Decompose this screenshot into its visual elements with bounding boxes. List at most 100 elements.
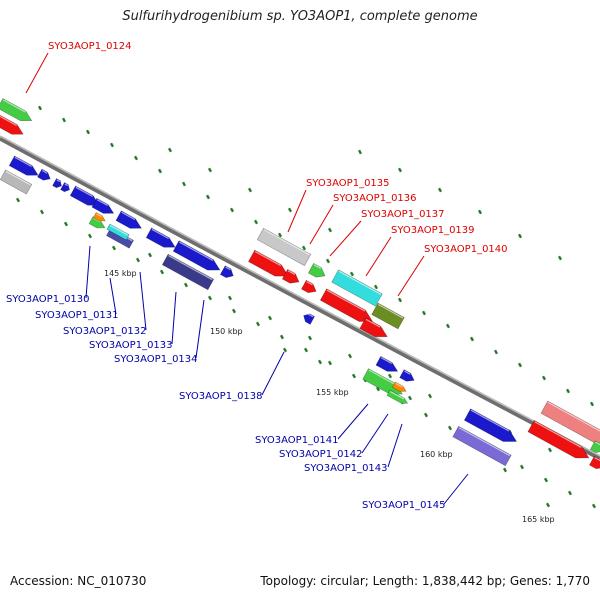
tick-mark [301,245,307,251]
gene-arrow [359,317,388,338]
leader-line [337,403,369,440]
tick-mark [255,321,261,327]
tick-mark [477,209,483,215]
tick-mark [347,353,353,359]
leader-line [329,220,362,257]
tick-mark [277,232,283,238]
gene-label: SYO3AOP1_0133 [89,340,173,351]
gene-features [0,98,600,470]
tick-mark [15,197,21,203]
tick-mark [227,295,233,301]
tick-mark [493,349,499,355]
tick-mark [247,187,253,193]
tick-mark [427,393,433,399]
gene-0142-arrow [392,381,407,392]
tick-mark [591,503,597,509]
tick-mark [181,181,187,187]
gene-0138-arrow [303,312,315,325]
gene-arrow [37,168,51,181]
tick-mark [349,271,355,277]
tick-mark [387,373,393,379]
tick-mark [279,334,285,340]
gene-arrow [375,355,399,372]
gene-0134-arrow [172,240,221,271]
tick-mark [397,167,403,173]
gene-label: SYO3AOP1_0141 [255,435,339,446]
tick-mark [421,310,427,316]
tick-mark [267,315,273,321]
gene-arrow [161,253,215,291]
tick-mark [351,373,357,379]
gene-label: SYO3AOP1_0134 [114,354,198,365]
tick-mark [545,502,551,508]
gene-arrow [463,408,518,442]
tick-mark [547,447,553,453]
tick-mark [541,375,547,381]
tick-mark [37,105,43,111]
leader-line [365,236,392,277]
gene-arrow [219,265,234,278]
tick-mark [231,308,237,314]
gene-0140-arrow [371,302,405,330]
tick-mark [407,395,413,401]
tick-mark [229,207,235,213]
gene-arrow [0,114,24,135]
gene-label: SYO3AOP1_0136 [333,193,417,204]
leader-line [287,189,307,233]
leader-line [85,245,91,299]
gene-label: SYO3AOP1_0124 [48,41,132,52]
gene-arrow [281,268,300,284]
gene-arrow [92,212,106,222]
gene-arrow [91,197,115,214]
tick-mark [282,347,288,353]
gene-label: SYO3AOP1_0138 [179,391,263,402]
gene-arrow [540,400,600,448]
tick-mark [207,295,213,301]
gene-0137-arrow [307,262,326,278]
gene-arrow [399,369,415,382]
tick-mark [287,207,293,213]
genome-backbone [0,135,600,461]
gene-label: SYO3AOP1_0139 [391,225,475,236]
gene-label: SYO3AOP1_0132 [63,326,147,337]
leader-line [195,299,205,359]
gene-labels: SYO3AOP1_0124SYO3AOP1_0135SYO3AOP1_0136S… [6,41,508,511]
tick-mark [543,477,549,483]
tick-mark [437,187,443,193]
tick-mark [565,388,571,394]
map-title: Sulfurihydrogenibium sp. YO3AOP1, comple… [122,9,478,24]
leader-line [109,277,117,315]
tick-mark [307,335,313,341]
genome-backbone-highlight [0,135,600,457]
gene-label: SYO3AOP1_0143 [304,463,388,474]
tick-mark [447,425,453,431]
gene-arrow [8,155,39,176]
leader-line [171,291,177,345]
leader-line [397,255,425,297]
leader-line [139,271,147,331]
tick-mark [445,323,451,329]
scale-label: 145 kbp [104,269,137,278]
tick-mark [357,149,363,155]
leader-line [361,413,389,454]
tick-mark [567,490,573,496]
gene-0135-arrow [256,227,312,267]
tick-mark [85,129,91,135]
tick-mark [327,227,333,233]
gene-arrow [0,169,33,195]
scale-label: 160 kbp [420,450,453,459]
leader-line [261,351,285,396]
gene-label: SYO3AOP1_0131 [35,310,119,321]
summary-text: Topology: circular; Length: 1,838,442 bp… [260,574,590,588]
gene-arrow [60,182,70,193]
gene-label: SYO3AOP1_0137 [361,209,445,220]
tick-mark [207,167,213,173]
tick-mark [519,464,525,470]
gene-arrow [589,455,600,470]
gene-0131-arrow [88,216,106,229]
leader-line [309,204,334,245]
gene-label: SYO3AOP1_0142 [279,449,363,460]
tick-mark [39,209,45,215]
gene-0139-arrow [331,269,383,307]
accession-text: Accession: NC_010730 [10,574,147,588]
